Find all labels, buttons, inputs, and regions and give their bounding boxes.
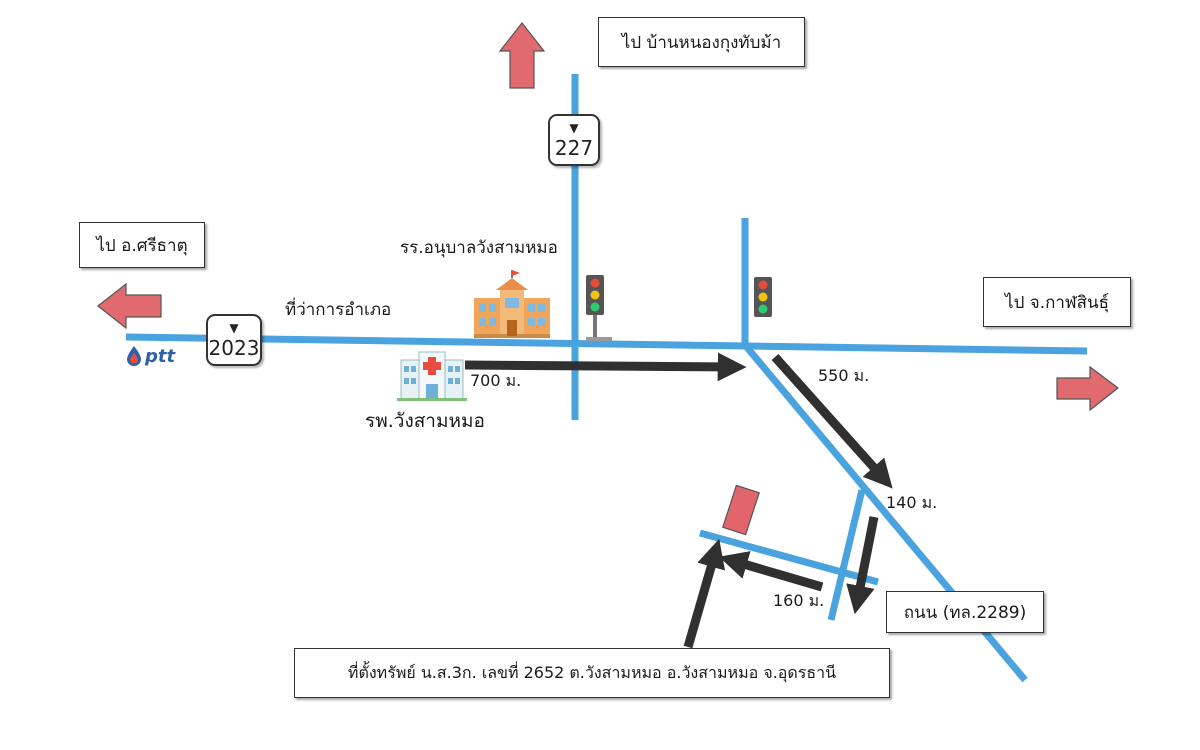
- route-2023-number: 2023: [208, 336, 260, 360]
- route-227-shield: ▼ 227: [548, 114, 600, 166]
- hospital-label: รพ.วังสามหมอ: [365, 410, 485, 432]
- road-2289-box: ถนน (ทล.2289): [886, 591, 1044, 633]
- traffic-light-icon: [586, 275, 612, 341]
- property-location-box: ที่ตั้งทรัพย์ น.ส.3ก. เลขที่ 2652 ต.วังส…: [294, 648, 890, 698]
- distance-160: 160 ม.: [773, 591, 824, 610]
- ptt-gas-station: ptt: [126, 345, 175, 367]
- ptt-gas-station-icon: [127, 346, 141, 366]
- distance-700: 700 ม.: [470, 371, 521, 390]
- destination-east-box: ไป จ.กาฬสินธุ์: [983, 277, 1131, 327]
- distance-140: 140 ม.: [886, 493, 937, 512]
- school-label: รร.อนุบาลวังสามหมอ: [400, 238, 558, 258]
- route-arrow-700: [464, 352, 747, 382]
- route-arrow-final: [683, 538, 726, 649]
- route-227-number: 227: [554, 136, 594, 160]
- route-2023-shield: ▼ 2023: [206, 314, 262, 366]
- arrow-east: [1056, 365, 1119, 412]
- district-office-label: ที่ว่าการอำเภอ: [285, 300, 392, 320]
- arrow-north: [498, 22, 546, 89]
- distance-550: 550 ม.: [818, 366, 869, 385]
- roads: [125, 74, 1088, 683]
- route-arrow-160: [718, 551, 824, 592]
- target-property-marker: [722, 484, 760, 536]
- school-building-icon: [474, 270, 550, 338]
- ptt-label: ptt: [145, 345, 176, 367]
- traffic-light-icon: [754, 277, 772, 317]
- garuda-emblem-icon: ▼: [569, 121, 579, 135]
- route-arrow-140: [846, 516, 879, 615]
- arrow-west: [97, 282, 162, 330]
- route-arrows: [464, 352, 893, 649]
- garuda-emblem-icon: ▼: [229, 321, 239, 335]
- road-side-vertical: [827, 489, 866, 621]
- destination-west-box: ไป อ.ศรีธาตุ: [79, 222, 205, 268]
- road-side-horizontal: [699, 529, 879, 586]
- road-2023: [125, 333, 1088, 355]
- hospital-building-icon: [397, 351, 467, 401]
- route-arrow-550: [771, 354, 893, 489]
- destination-north-box: ไป บ้านหนองกุงทับม้า: [598, 17, 805, 67]
